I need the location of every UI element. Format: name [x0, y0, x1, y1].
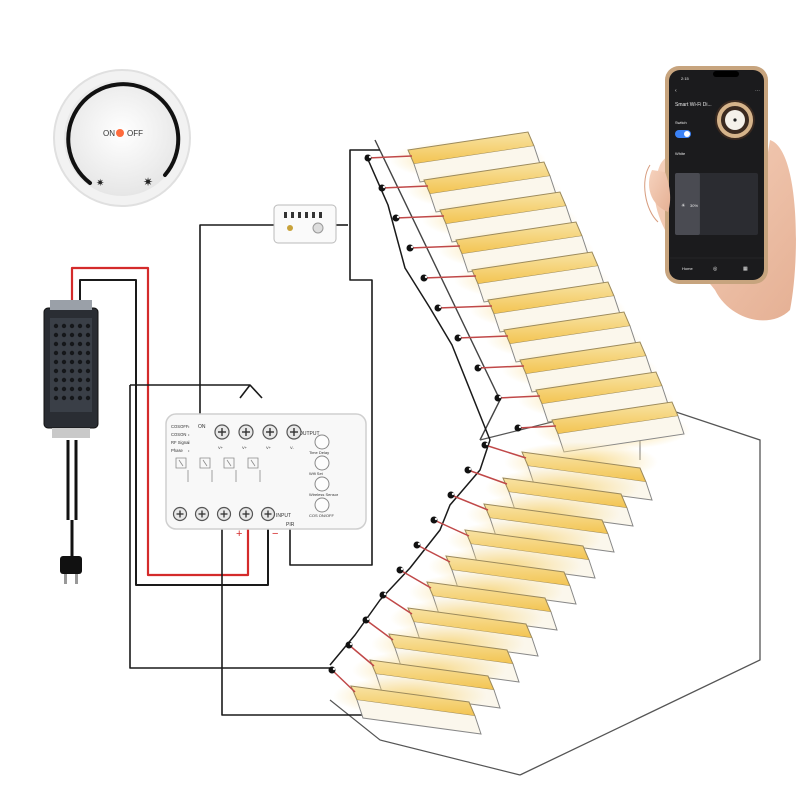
dim-low-icon: ✷	[96, 178, 104, 189]
input-minus-sign: −	[272, 528, 278, 540]
stair-controller: ON OUTPUT INPUT PIR + − COSOFF•COSON•RF …	[165, 413, 367, 540]
mode-label-2: COSON	[171, 432, 186, 437]
lower-flight	[328, 441, 658, 735]
mode-label-1: COSOFF	[171, 424, 189, 429]
phone-status-time: 2:15	[681, 76, 690, 81]
channel-label-1: V+	[218, 445, 224, 450]
controller-button-label-1: Time Delay	[309, 450, 329, 455]
dimmer-indicator-light	[116, 129, 124, 137]
switch-label: Switch	[675, 120, 687, 125]
controller-button-1[interactable]	[314, 434, 330, 450]
controller-input-label: INPUT	[276, 513, 291, 519]
controller-button-label-2: Wifi Set	[309, 471, 324, 476]
plug-icon	[60, 556, 82, 574]
nav-scenes-icon[interactable]: ◎	[713, 266, 718, 272]
controller-on-label: ON	[198, 424, 206, 430]
controller-button-label-3: Wireless Sensor	[309, 492, 339, 497]
input-plus-sign: +	[236, 528, 242, 540]
dimmer-off-label: OFF	[127, 129, 143, 138]
back-arrow-icon[interactable]: ‹	[675, 88, 677, 94]
dimmer-ring	[66, 82, 181, 185]
lower-step-10	[328, 666, 487, 735]
controller-button-4[interactable]	[314, 497, 330, 513]
thumb	[648, 170, 671, 212]
phone-app-title: Smart Wi-Fi Di...	[675, 102, 712, 108]
svg-text:•: •	[188, 440, 190, 445]
sun-icon: ☀	[681, 203, 686, 209]
channel-label-4: V-	[290, 445, 294, 450]
channel-label-3: V+	[266, 445, 272, 450]
pir-sensor-module	[273, 204, 337, 244]
svg-text:•: •	[188, 424, 190, 429]
nav-home[interactable]: Home	[682, 266, 693, 271]
controller-button-3[interactable]	[314, 476, 330, 492]
dim-high-icon: ✷	[143, 175, 153, 189]
controller-button-label-4: COS ON/OFF	[309, 513, 334, 518]
power-supply	[43, 300, 99, 584]
controller-output-label: OUTPUT	[299, 431, 320, 437]
smartphone: 2:15 ‹ ⋯ Smart Wi-Fi Di... Switch White …	[665, 66, 768, 284]
wiring	[70, 149, 491, 716]
brightness-fill	[675, 173, 700, 235]
upper-step-7	[454, 311, 642, 363]
dimmer-on-label: ON	[103, 129, 115, 138]
white-label: White	[675, 151, 686, 156]
controller-button-2[interactable]	[314, 455, 330, 471]
controller-pir-label: PIR	[286, 522, 295, 528]
svg-text:•: •	[188, 432, 190, 437]
more-icon[interactable]: ⋯	[755, 88, 760, 94]
mode-label-3: RF Signal	[171, 440, 189, 445]
mode-label-4: Phase	[171, 448, 184, 453]
dimmer-remote[interactable]: ON OFF ✷ ✷	[53, 69, 191, 207]
upper-flight	[364, 131, 690, 453]
channel-label-2: V+	[242, 445, 248, 450]
brightness-value: 30%	[690, 203, 698, 208]
nav-grid-icon[interactable]: ▦	[743, 266, 748, 272]
svg-text:•: •	[188, 448, 190, 453]
